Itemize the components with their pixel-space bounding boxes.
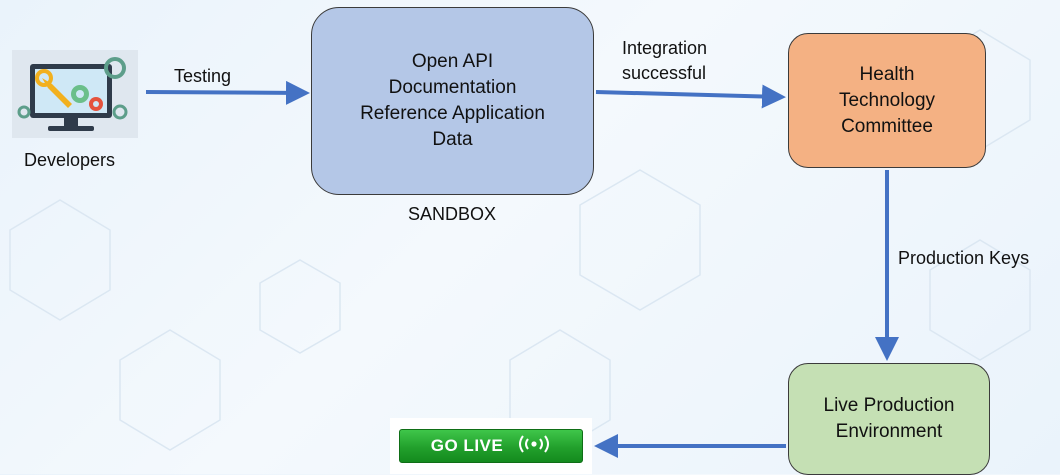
developers-label: Developers (24, 150, 116, 170)
committee-line-3: Committee (841, 115, 933, 137)
developers-icon (12, 50, 138, 138)
edge-label-production-keys: Production Keys (898, 248, 1030, 268)
go-live-badge: GO LIVE (390, 418, 592, 474)
go-live-text: GO LIVE (430, 436, 504, 455)
sandbox-line-1: Open API (411, 51, 494, 72)
edge-label-testing: Testing (174, 66, 232, 86)
production-box: Live Production Environment (788, 363, 990, 475)
committee-line-2: Technology (838, 89, 936, 111)
edge-label-integration-1: Integration (622, 38, 708, 58)
sandbox-caption: SANDBOX (408, 204, 497, 224)
edge-label-integration-2: successful (622, 63, 707, 83)
committee-line-1: Health (859, 63, 915, 85)
go-live-button[interactable]: GO LIVE (399, 429, 583, 463)
sandbox-line-4: Data (432, 129, 473, 150)
sandbox-line-2: Documentation (388, 77, 517, 98)
production-line-2: Environment (835, 421, 943, 442)
broadcast-icon (517, 434, 551, 458)
arrow-integration (595, 84, 786, 109)
sandbox-line-3: Reference Application (360, 103, 545, 124)
sandbox-box: Open API Documentation Reference Applica… (311, 7, 594, 195)
production-line-1: Live Production (823, 395, 955, 416)
arrow-testing (145, 80, 310, 105)
committee-box: Health Technology Committee (788, 33, 986, 168)
